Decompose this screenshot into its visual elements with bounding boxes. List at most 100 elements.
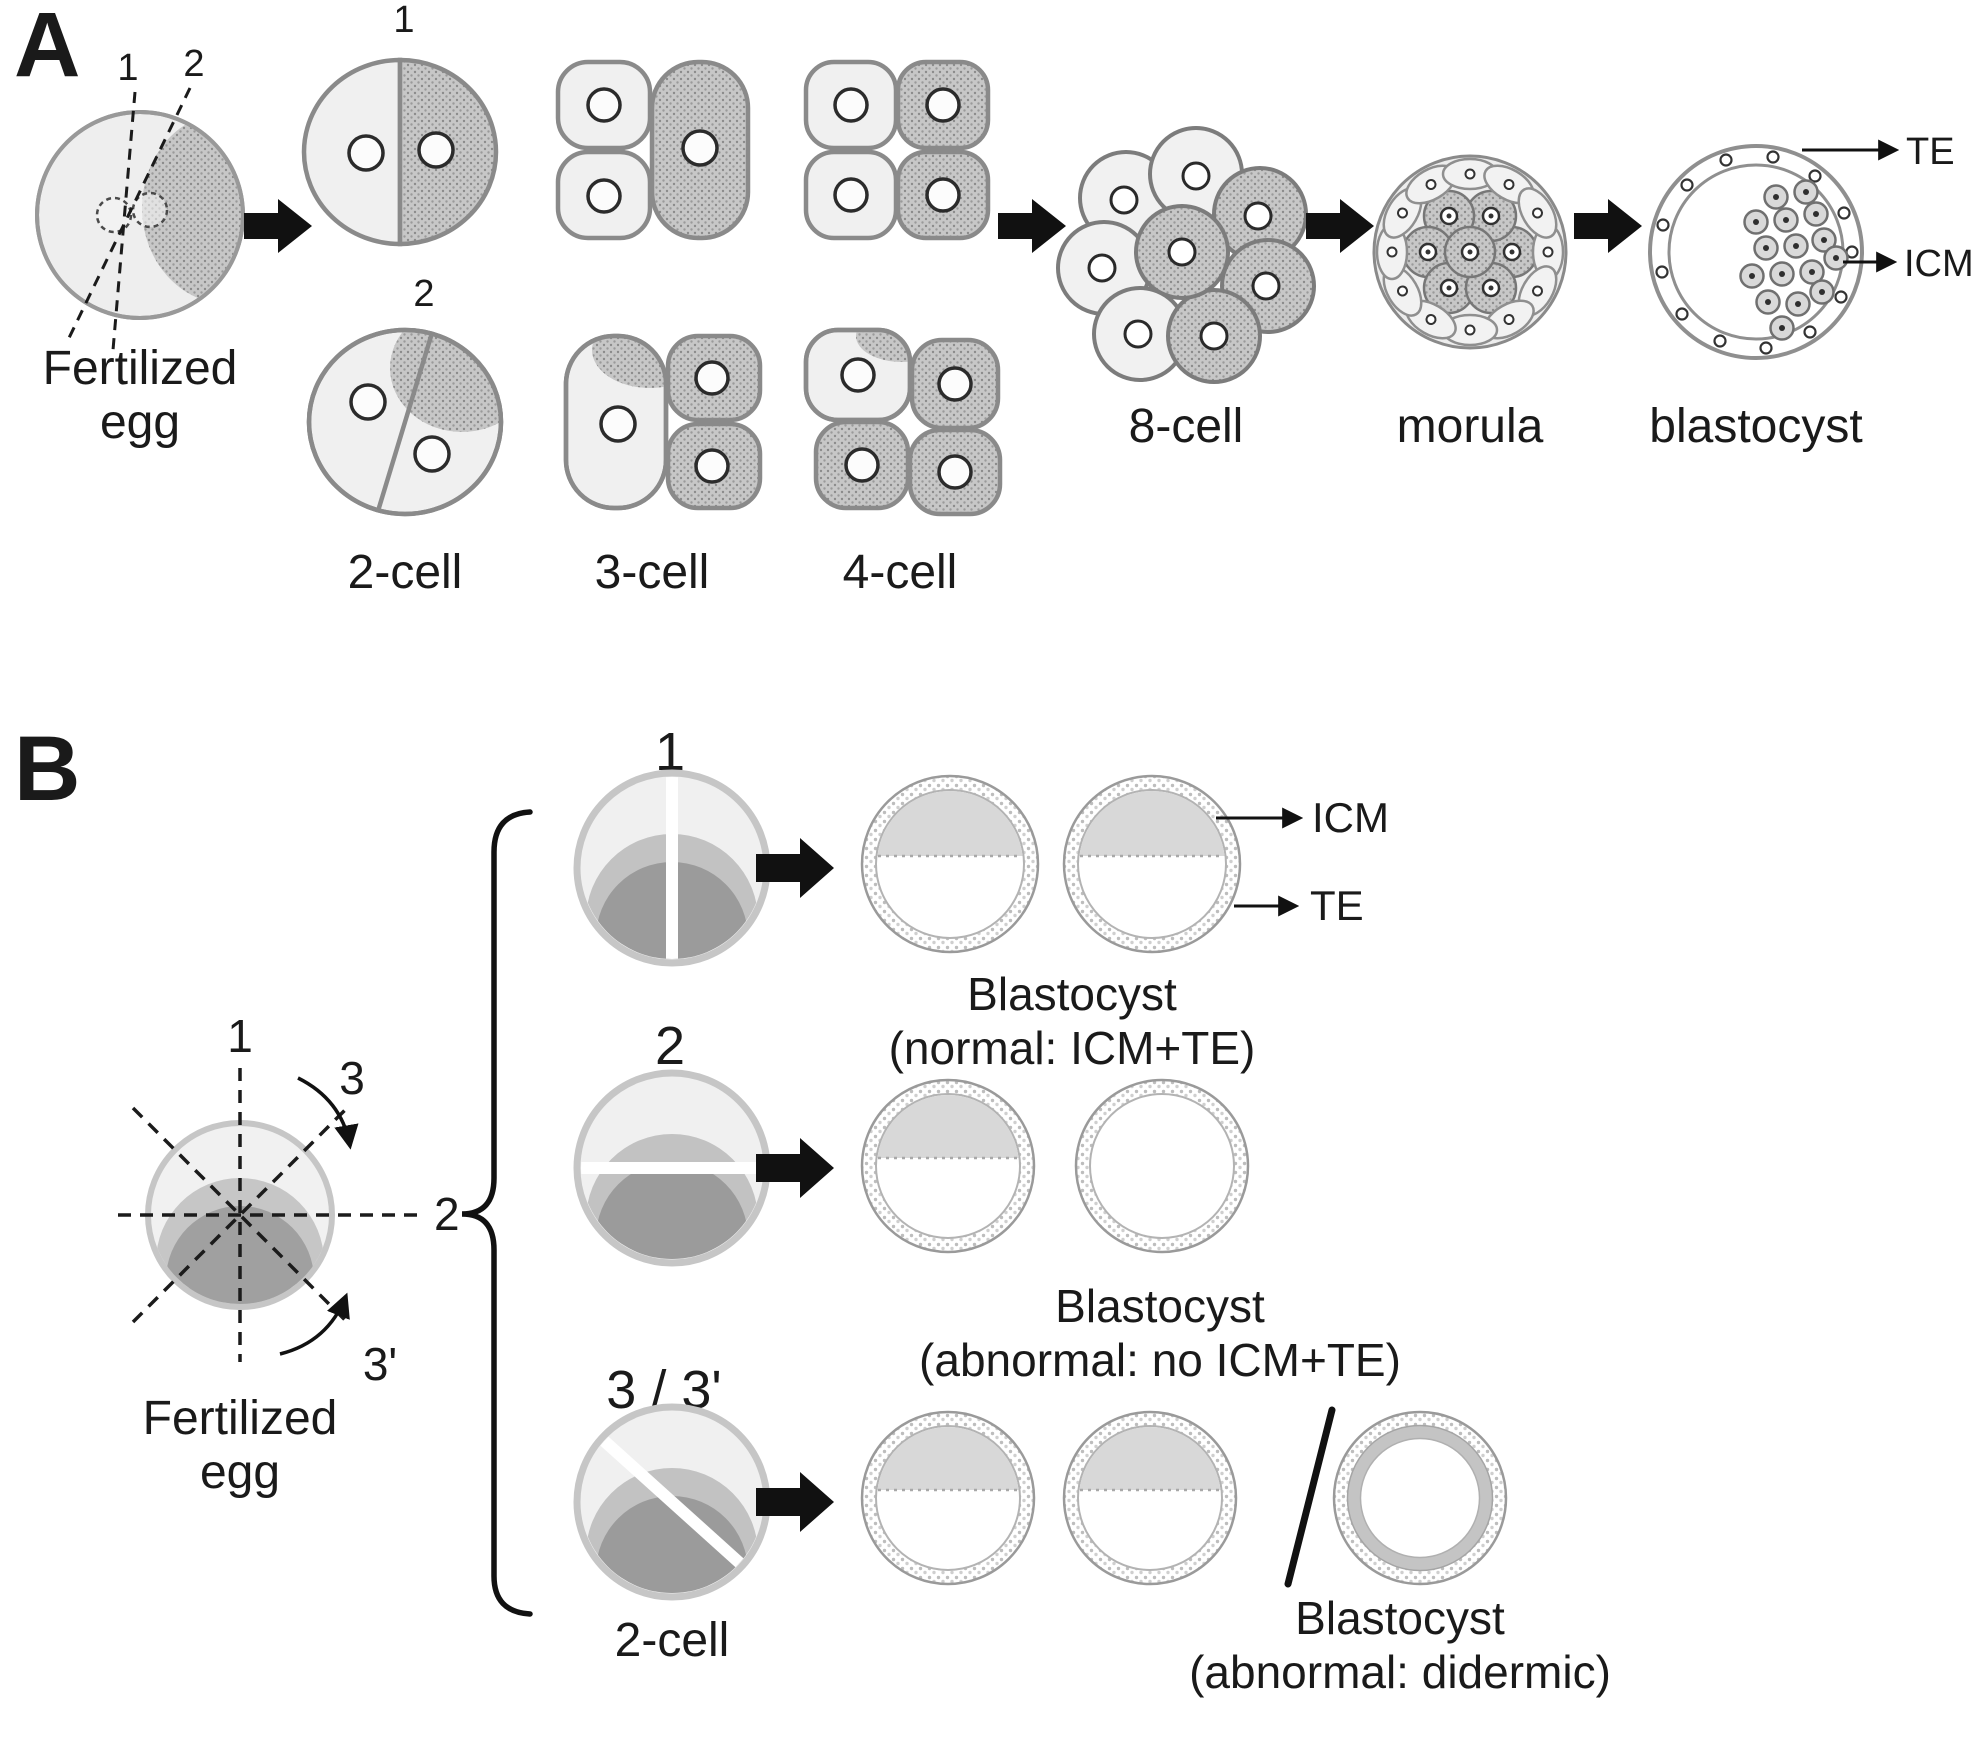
nucleus-icon (925, 87, 961, 123)
blastocyst-normal-2 (1062, 774, 1242, 954)
stage-label-3cell: 3-cell (595, 546, 710, 599)
nucleus-icon (1087, 253, 1117, 283)
egg-shaded-region (142, 114, 241, 304)
flow-arrow-icon (1306, 199, 1374, 253)
te-label: TE (1310, 882, 1364, 929)
plane-2-label: 2 (434, 1188, 460, 1240)
blastocyst-normal-1 (860, 774, 1040, 954)
nucleus-icon (1167, 237, 1197, 267)
egg-caption-line2: egg (200, 1446, 280, 1499)
nucleus-icon (681, 129, 719, 167)
stage-label-blastocyst: blastocyst (1649, 400, 1862, 453)
nucleus-icon (937, 366, 973, 402)
three-cell-variant-1 (555, 59, 751, 241)
nucleus-icon (1123, 319, 1153, 349)
split-line (666, 777, 678, 959)
icm-cluster (1739, 179, 1849, 341)
nucleus-icon (349, 383, 387, 421)
nucleus-icon (937, 454, 973, 490)
cleavage-top-label: 1 (393, 0, 414, 41)
plane-3-line (131, 1106, 349, 1324)
nucleus-icon (586, 87, 622, 123)
nucleus-icon (347, 134, 385, 172)
flow-arrow-icon (756, 838, 834, 898)
flow-arrow-icon (756, 1138, 834, 1198)
nucleus-icon (694, 448, 730, 484)
panel-b-label: B (14, 718, 80, 820)
two-cell-variant-1: 1 (301, 0, 499, 247)
nucleus-icon (417, 131, 455, 169)
stage-label-2cell: 2-cell (348, 546, 463, 599)
row1-caption-line2: (normal: ICM+TE) (889, 1022, 1256, 1074)
te-nuclei (1655, 150, 1859, 355)
nucleus-icon (1181, 161, 1211, 191)
nucleus-icon (599, 405, 637, 443)
two-cell-sphere-horizontal (573, 1069, 771, 1267)
blastocyst-with-icm-b (1062, 1410, 1238, 1586)
cleavage-bottom-label: 2 (413, 273, 434, 315)
two-cell-variant-2: 2 (306, 273, 504, 517)
stage-label-8cell: 8-cell (1129, 400, 1244, 453)
blastocyst-no-icm (1074, 1078, 1250, 1254)
split-line (581, 1162, 763, 1174)
sphere-shadow (166, 1206, 314, 1304)
two-cell-sphere-vertical (573, 769, 771, 967)
nucleus-icon (694, 360, 730, 396)
nucleus-icon (1199, 321, 1229, 351)
blastocyst-stage: TE ICM (1648, 131, 1974, 360)
fertilized-egg-a: 1 2 Fertilized egg (35, 43, 245, 449)
nucleus-icon (1251, 271, 1281, 301)
plane-3prime-line (131, 1106, 349, 1324)
icm-label: ICM (1312, 794, 1389, 841)
flow-arrow-icon (998, 199, 1066, 253)
row2-caption-line2: (abnormal: no ICM+TE) (919, 1334, 1401, 1386)
plane-1-label: 1 (117, 47, 138, 89)
three-cell-variant-2 (563, 333, 763, 511)
four-cell-variant-1 (803, 59, 991, 241)
nucleus-icon (840, 357, 876, 393)
pronucleus-icon (95, 196, 133, 234)
icm-label: ICM (1904, 243, 1974, 285)
four-cell-variant-2 (803, 327, 1003, 517)
egg-caption-line2: egg (100, 396, 180, 449)
morula-outer-cells (1375, 157, 1565, 347)
morula-stage (1372, 154, 1568, 350)
row2-plane-label: 2 (655, 1016, 685, 1076)
stage-label-4cell: 4-cell (843, 546, 958, 599)
pronucleus-icon (131, 191, 169, 229)
split-line (598, 1435, 749, 1572)
nucleus-icon (1109, 185, 1139, 215)
nucleus-icon (833, 87, 869, 123)
flow-arrow-icon (244, 199, 312, 253)
panel-a-label: A (14, 0, 80, 96)
rotation-arrow-icon (297, 1076, 359, 1150)
shaded-crescent (390, 332, 499, 432)
plane-3-label: 3 (339, 1052, 365, 1104)
row2-caption-line1: Blastocyst (1055, 1280, 1265, 1332)
te-label: TE (1906, 131, 1955, 173)
cleavage-plane-1-line (111, 91, 137, 351)
eight-cell-stage (1056, 126, 1316, 384)
plane-1-label: 1 (227, 1010, 253, 1062)
blastocyst-didermic (1332, 1410, 1508, 1586)
row-split-2: 2 Blastocyst (abnormal: no ICM+TE) (573, 1016, 1401, 1386)
fertilized-egg-b: 1 3 2 3' Fertilized egg (118, 1010, 460, 1499)
nucleus-icon (413, 435, 451, 473)
flow-arrow-icon (1574, 199, 1642, 253)
egg-caption-line1: Fertilized (143, 1392, 338, 1445)
row-split-1: 1 ICM TE Blastocyst (normal: ICM+TE (573, 722, 1389, 1074)
brace-icon (461, 809, 533, 1617)
stage-label-morula: morula (1397, 400, 1544, 453)
nucleus-icon (833, 177, 869, 213)
row1-caption-line1: Blastocyst (967, 968, 1177, 1020)
cleavage-plane-2-line (66, 87, 192, 341)
nucleus-icon (844, 447, 880, 483)
two-cell-label: 2-cell (615, 1614, 730, 1667)
row3-caption-line2: (abnormal: didermic) (1189, 1646, 1611, 1698)
row3-caption-line1: Blastocyst (1295, 1592, 1505, 1644)
row-split-3: 3 / 3' 2-cell (573, 1360, 1611, 1698)
rotation-arrow-icon (279, 1292, 350, 1356)
two-cell-sphere-diagonal (573, 1403, 771, 1601)
nucleus-icon (1243, 201, 1273, 231)
